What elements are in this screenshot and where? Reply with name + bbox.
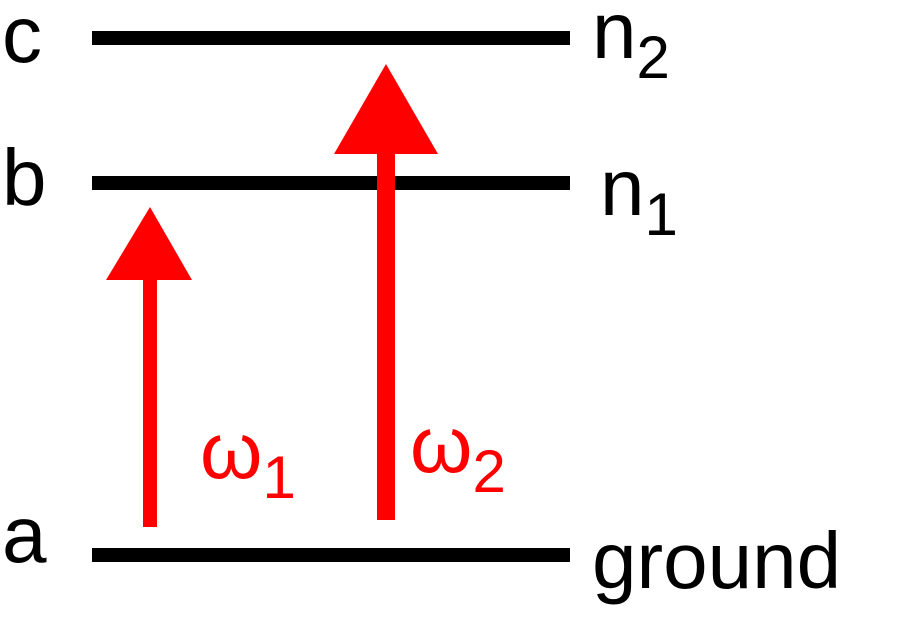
transition-omega-1-subscript: 1	[262, 444, 295, 511]
level-b-name-subscript: 1	[645, 181, 678, 248]
transition-omega-1: ω1	[106, 207, 296, 527]
transition-omega-1-arrowhead	[106, 207, 192, 280]
level-b: b n1	[2, 133, 678, 248]
level-c-name-subscript: 2	[637, 24, 670, 91]
transition-omega-2-arrowhead	[334, 64, 438, 154]
transition-omega-2-label: ω2	[410, 400, 506, 505]
transition-omega-1-label: ω1	[200, 406, 296, 511]
level-a-name-label: ground	[592, 516, 841, 605]
level-c-state-label: c	[2, 0, 42, 79]
level-a: a ground	[2, 490, 841, 605]
level-a-state-label: a	[2, 490, 47, 579]
level-b-name-label: n1	[600, 143, 678, 248]
level-c-name-label: n2	[592, 0, 670, 91]
level-c: c n2	[2, 0, 670, 91]
level-b-state-label: b	[2, 133, 47, 222]
transition-omega-2-subscript: 2	[472, 438, 505, 505]
transition-omega-2: ω2	[334, 64, 506, 520]
